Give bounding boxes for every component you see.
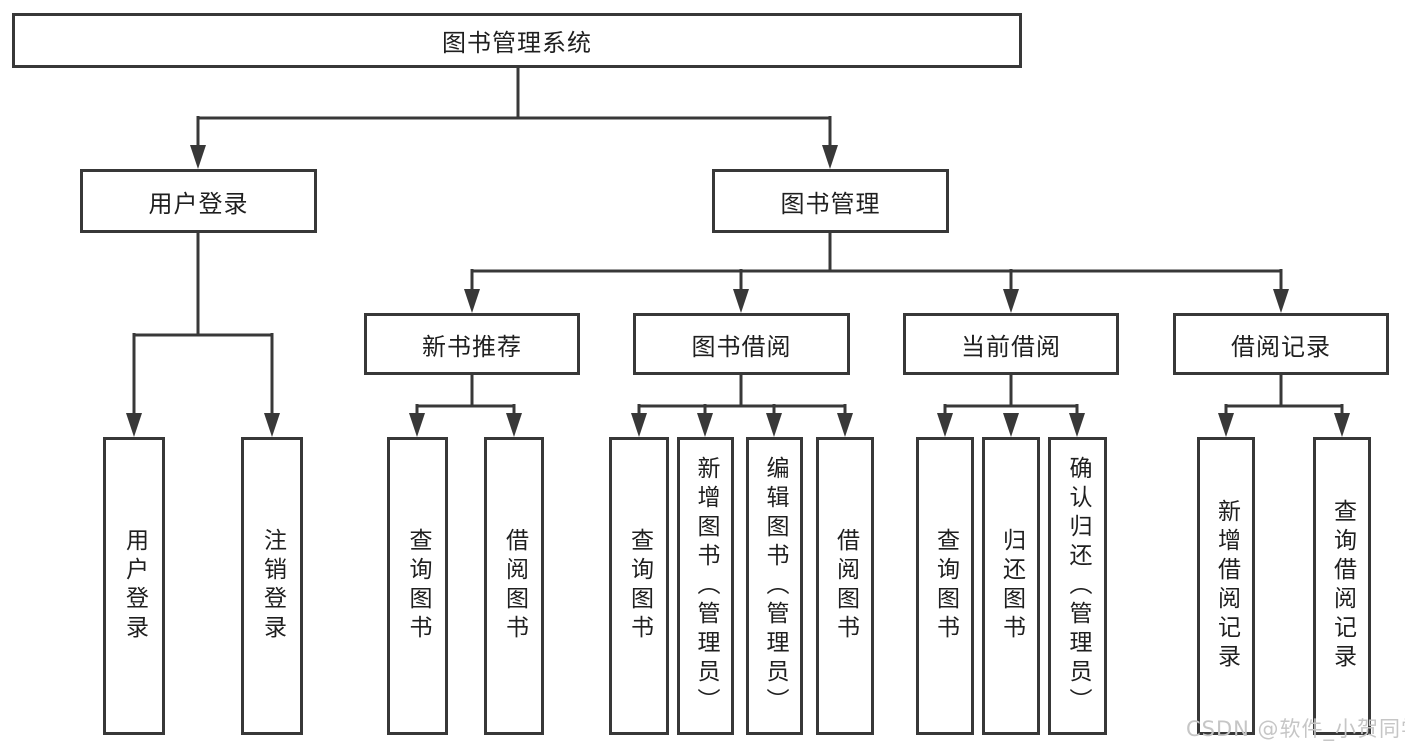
leaf-user-login: 用户登录 — [103, 437, 165, 735]
node-new-book-recommend: 新书推荐 — [364, 313, 580, 375]
leaf-label: 注销登录 — [259, 528, 286, 644]
leaf-query-books-recommend: 查询图书 — [387, 437, 448, 735]
leaf-edit-books-admin: 编辑图书（管理员） — [746, 437, 803, 735]
leaf-borrow-books-recommend: 借阅图书 — [484, 437, 544, 735]
leaf-label: 查询图书 — [405, 528, 431, 644]
csdn-watermark: CSDN @软件_小贺同学 — [1186, 717, 1405, 741]
leaf-query-books-borrowing: 查询图书 — [609, 437, 669, 735]
node-current-borrowing: 当前借阅 — [903, 313, 1119, 375]
leaf-label: 编辑图书（管理员） — [762, 455, 788, 717]
leaf-add-books-admin: 新增图书（管理员） — [677, 437, 734, 735]
leaf-label: 查询借阅记录 — [1329, 499, 1356, 673]
leaf-label: 归还图书 — [998, 528, 1025, 644]
leaf-query-books-current: 查询图书 — [916, 437, 974, 735]
leaf-label: 新增借阅记录 — [1213, 499, 1240, 673]
node-user-login: 用户登录 — [80, 169, 317, 233]
node-book-borrowing: 图书借阅 — [633, 313, 850, 375]
leaf-label: 查询图书 — [626, 528, 653, 644]
leaf-label: 新增图书（管理员） — [693, 455, 719, 717]
leaf-logout: 注销登录 — [241, 437, 303, 735]
leaf-query-borrow-record: 查询借阅记录 — [1313, 437, 1371, 735]
node-root-system: 图书管理系统 — [12, 13, 1022, 68]
leaf-confirm-return-admin: 确认归还（管理员） — [1048, 437, 1107, 735]
leaf-return-books: 归还图书 — [982, 437, 1040, 735]
leaf-label: 查询图书 — [932, 528, 959, 644]
leaf-borrow-books: 借阅图书 — [816, 437, 874, 735]
node-book-management: 图书管理 — [712, 169, 949, 233]
leaf-label: 借阅图书 — [501, 528, 528, 644]
leaf-label: 借阅图书 — [832, 528, 859, 644]
leaf-add-borrow-record: 新增借阅记录 — [1197, 437, 1255, 735]
node-borrow-records: 借阅记录 — [1173, 313, 1389, 375]
leaf-label: 确认归还（管理员） — [1065, 455, 1091, 717]
leaf-label: 用户登录 — [121, 528, 148, 644]
